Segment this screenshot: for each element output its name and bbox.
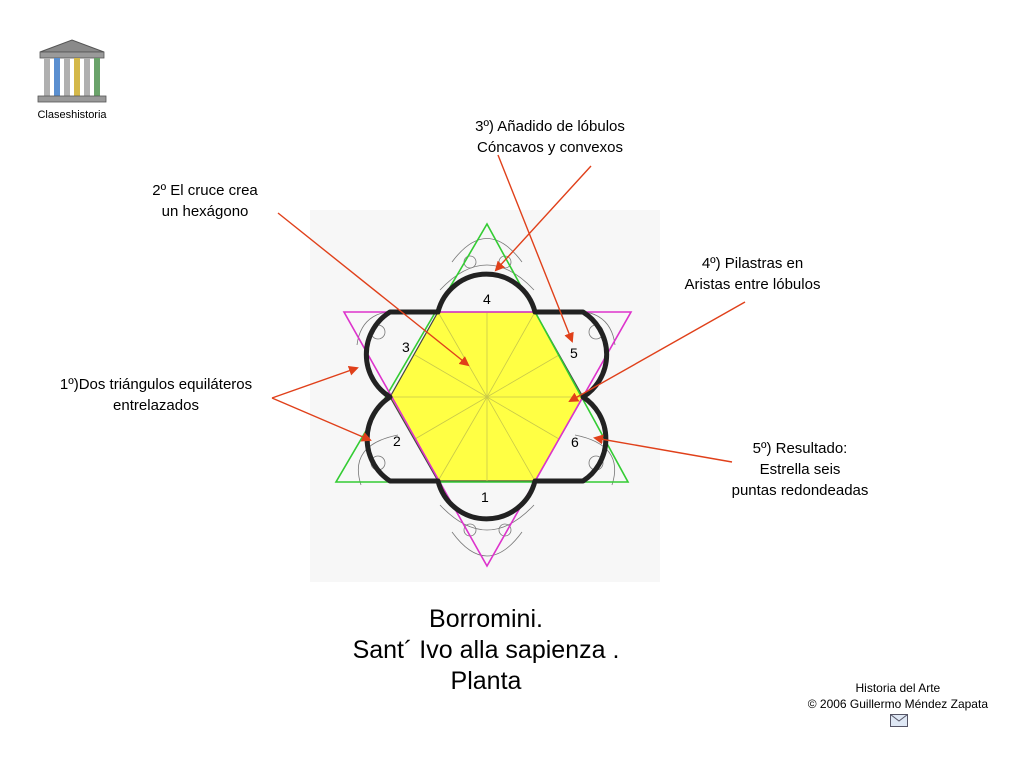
arrow-step2: [277, 212, 470, 367]
slide-title: Borromini. Sant´ Ivo alla sapienza . Pla…: [352, 605, 620, 695]
annotation-step5: 5º) Resultado: Estrella seis puntas redo…: [731, 440, 869, 499]
annotation-step2: 2º El cruce crea un hexágono: [152, 182, 258, 220]
star-outline: [363, 271, 610, 522]
arrow-step4: [568, 301, 746, 402]
hexagon-radials: [390, 311, 583, 482]
annotation-arrows: [271, 154, 746, 463]
arrow-step1-b: [271, 397, 372, 442]
logo-caption: Claseshistoria: [37, 109, 107, 121]
arrow-step5: [593, 434, 733, 463]
arrow-step3-a: [494, 165, 592, 272]
triangle-up: [334, 222, 630, 483]
envelope-icon[interactable]: [890, 714, 908, 727]
annotation-step1: 1º)Dos triángulos equiláteros entrelazad…: [59, 376, 253, 414]
greek-temple-icon: [37, 39, 107, 103]
annotation-step4: 4º) Pilastras en Aristas entre lóbulos: [684, 255, 821, 293]
lobe-number-3: 3: [402, 339, 410, 355]
annotation-step3: 3º) Añadido de lóbulos Cóncavos y convex…: [475, 118, 625, 156]
footer-line-2: © 2006 Guillermo Méndez Zapata: [807, 697, 988, 711]
lobe-number-2: 2: [393, 433, 401, 449]
lobe-number-6: 6: [571, 434, 579, 450]
triangle-down: [342, 311, 633, 568]
arrow-step3-b: [497, 154, 574, 343]
footer-line-1: Historia del Arte: [855, 681, 941, 695]
lobe-number-5: 5: [570, 345, 578, 361]
footer-credits: Historia del Arte © 2006 Guillermo Ménde…: [808, 680, 988, 712]
lobe-number-1: 1: [481, 489, 489, 505]
arrow-step1-a: [271, 365, 359, 399]
lobe-number-4: 4: [483, 291, 491, 307]
